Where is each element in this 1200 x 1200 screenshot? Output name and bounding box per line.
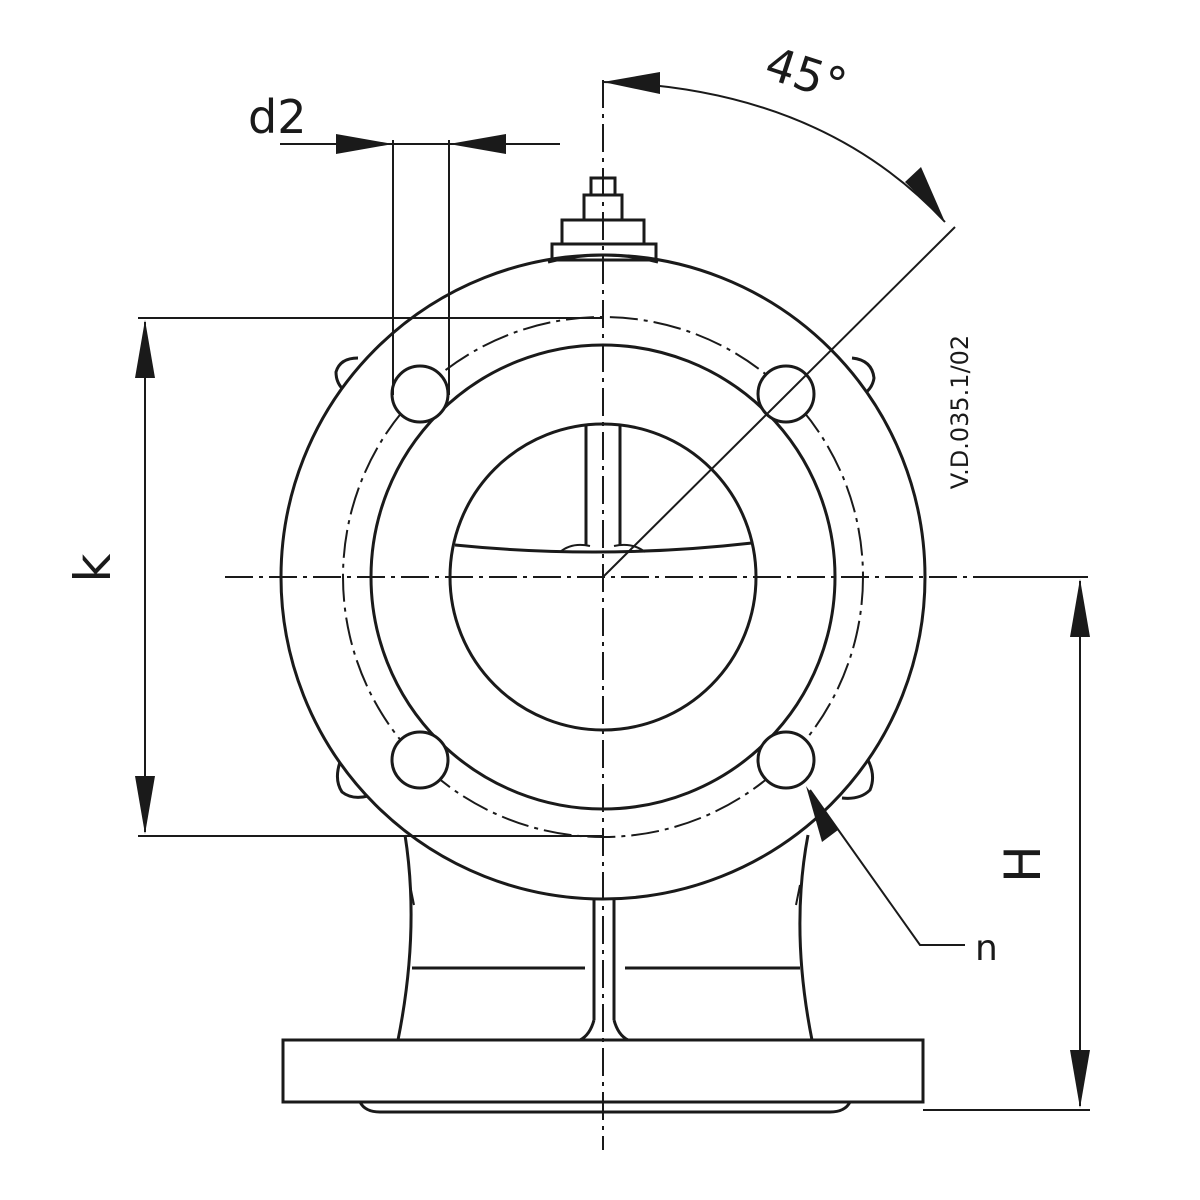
body-neck bbox=[396, 834, 814, 1041]
bolt-hole-bottom-left bbox=[390, 730, 450, 790]
n-leader bbox=[806, 786, 965, 946]
angle-dimension bbox=[602, 72, 956, 578]
d2-dimension bbox=[280, 134, 560, 395]
h-label: H bbox=[994, 845, 1052, 883]
k-label: k bbox=[64, 553, 122, 582]
d2-label: d2 bbox=[248, 90, 306, 144]
drawing-code: V.D.035.1/02 bbox=[946, 335, 974, 489]
bolt-hole-top-left bbox=[390, 364, 450, 424]
k-dimension bbox=[135, 317, 603, 837]
disc-stem bbox=[454, 425, 753, 554]
h-dimension bbox=[923, 579, 1090, 1111]
n-label: n bbox=[975, 928, 998, 969]
angle-label: 45° bbox=[759, 36, 853, 113]
center-lines bbox=[225, 80, 1088, 1150]
bolt-hole-bottom-right bbox=[756, 730, 816, 790]
support-rib bbox=[579, 895, 629, 1042]
